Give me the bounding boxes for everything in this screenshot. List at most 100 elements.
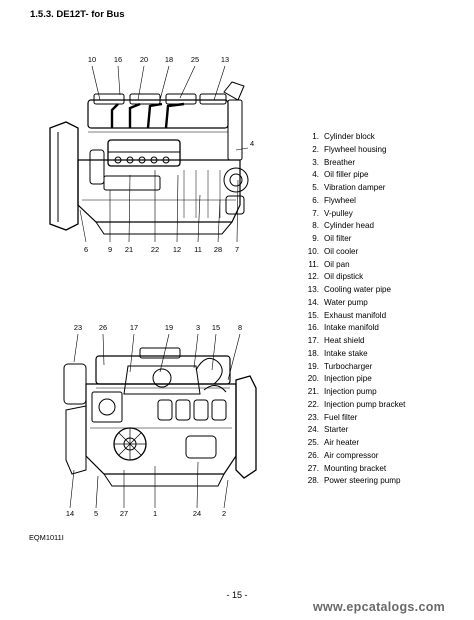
legend-item: 3.Breather [306,157,405,170]
section-heading: 1.5.3. DE12T- for Bus [30,9,125,20]
legend-item: 8. Cylinder head [306,220,405,233]
legend-label: Injection pipe [324,374,372,384]
legend-item: 16. Intake manifold [306,322,405,335]
legend-label: Exhaust manifold [324,310,387,320]
legend-item: 14. Water pump [306,297,405,310]
legend-number: 28. [307,476,319,486]
callout-top-bottom-1: 6 [83,245,89,254]
legend-item: 9.Oil filter [306,233,405,246]
legend-item: 5. Vibration damper [306,182,405,195]
legend-label: Air compressor [324,450,379,460]
legend-number: 1. [312,132,319,141]
legend-number: 26. [307,450,319,460]
callout-bottom-top-6: 15 [211,323,221,332]
legend-label: Intake manifold [324,323,379,333]
legend-label: Oil filter [324,234,352,243]
callout-top-top-6: 13 [220,55,230,64]
figure-code: EQM1011I [29,533,64,542]
callout-bottom-top-4: 19 [164,323,174,332]
page-number: - 15 - [226,590,248,600]
legend-item: 10.Oil cooler [306,246,405,259]
legend-label: Injection pump [324,387,377,396]
legend-label: V-pulley [324,208,353,218]
legend-item: 4.Oil filler pipe [306,169,405,182]
callout-bottom-top-3: 17 [129,323,139,332]
legend-number: 4. [312,170,319,180]
engine-view-bottom [63,333,257,509]
legend-number: 3. [312,157,319,167]
callout-bottom-top-1: 23 [73,323,83,332]
legend-number: 19. [307,361,319,371]
callout-bottom-bottom-3: 27 [119,509,129,518]
legend-label: Heat shield [324,336,365,345]
legend-item: 19. Turbocharger [306,361,405,374]
legend-label: Vibration damper [324,183,386,192]
legend-number: 13. [307,285,319,294]
legend-number: 11. [308,259,319,269]
legend-number: 8. [312,221,319,231]
legend-number: 14. [307,297,319,307]
legend-item: 7. V-pulley [306,208,405,221]
legend-item: 27. Mounting bracket [306,463,405,476]
callout-top-bottom-3: 21 [124,245,134,254]
legend-label: Flywheel [324,195,356,205]
legend-item: 13. Cooling water pipe [306,284,405,297]
watermark: www.epcatalogs.com [313,600,446,614]
legend-number: 7. [312,208,319,218]
legend-item: 2.Flywheel housing [306,144,405,157]
legend-item: 20. Injection pipe [306,373,405,386]
legend-label: Cooling water pipe [324,285,392,294]
legend-item: 18. Intake stake [306,348,405,361]
callout-bottom-bottom-4: 1 [152,509,158,518]
legend-number: 27. [307,463,319,473]
legend-label: Water pump [324,297,368,307]
legend-number: 18. [307,348,319,358]
legend-number: 5. [312,183,319,192]
legend-label: Fuel filter [324,412,358,422]
callout-bottom-top-2: 26 [98,323,108,332]
callout-bottom-bottom-5: 24 [192,509,202,518]
callout-top-top-2: 16 [113,55,123,64]
legend-label: Cylinder block [324,132,375,141]
legend-label: Oil cooler [324,246,359,256]
legend-label: Oil dipstick [324,272,364,282]
callout-top-bottom-5: 12 [172,245,182,254]
legend-item: 11.Oil pan [306,259,405,272]
callout-top-bottom-6: 11 [194,245,202,254]
legend-number: 6. [312,195,319,205]
callout-top-right: 4 [249,139,255,148]
legend-label: Mounting bracket [324,463,387,473]
callout-bottom-bottom-6: 2 [221,509,227,518]
legend-item: 6. Flywheel [306,195,405,208]
legend-label: Intake stake [324,348,368,358]
legend-item: 15.Exhaust manifold [306,310,405,323]
callout-bottom-bottom-1: 14 [65,509,75,518]
callout-top-bottom-7: 28 [213,245,223,254]
legend-number: 16. [307,323,319,333]
legend-item: 23. Fuel filter [306,412,405,425]
legend-item: 24.Starter [306,424,405,437]
engine-view-top [49,65,249,243]
legend-number: 22. [307,399,319,409]
callout-top-top-1: 10 [87,55,97,64]
legend-number: 20. [307,374,319,384]
legend-number: 25. [307,438,319,447]
callout-bottom-top-5: 3 [195,323,201,332]
callout-bottom-top-7: 8 [237,323,243,332]
legend-item: 21.Injection pump [306,386,405,399]
callout-top-bottom-8: 7 [234,245,240,254]
legend-label: Cylinder head [324,221,374,231]
legend-item: 1. Cylinder block [306,131,405,144]
legend-number: 23. [307,412,319,422]
legend-label: Flywheel housing [324,144,387,154]
legend-number: 24. [307,425,319,435]
legend-label: Turbocharger [324,361,373,371]
callout-bottom-bottom-2: 5 [93,509,99,518]
callout-top-top-5: 25 [190,55,200,64]
legend-item: 26. Air compressor [306,450,405,463]
legend-item: 28.Power steering pump [306,475,405,488]
callout-top-top-3: 20 [139,55,149,64]
legend-label: Injection pump bracket [324,399,406,409]
parts-legend: 1. Cylinder block 2.Flywheel housing 3.Br… [306,131,406,488]
